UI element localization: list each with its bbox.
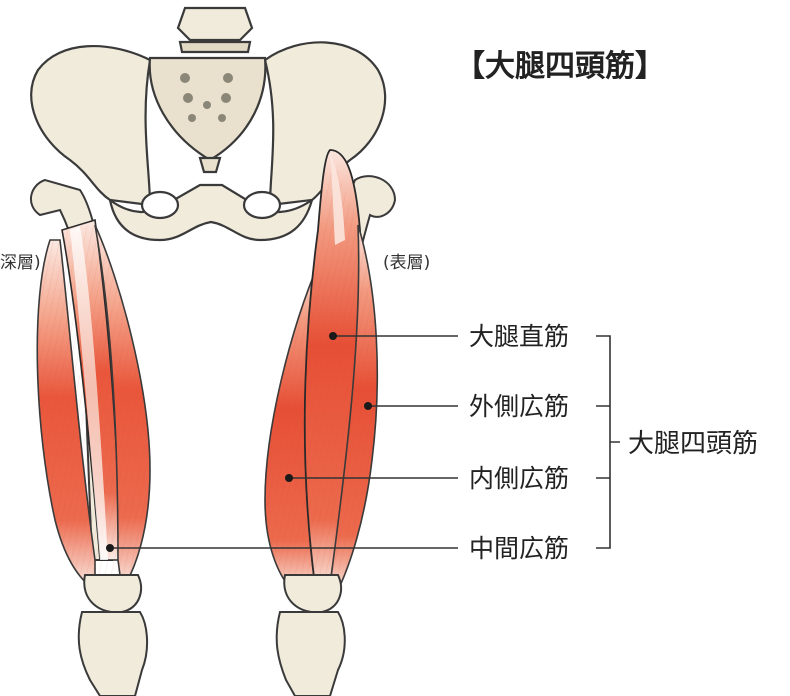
leader-lines bbox=[110, 335, 620, 549]
left-tendon-highlight bbox=[70, 226, 108, 560]
right-muscle-group bbox=[264, 149, 379, 592]
dot-rectus-femoris bbox=[329, 332, 337, 340]
sacrum bbox=[148, 56, 267, 162]
right-ilium bbox=[263, 41, 387, 207]
sacral-foramina bbox=[180, 73, 233, 122]
label-vastus-intermedius: 中間広筋 bbox=[469, 534, 569, 563]
leader-dots bbox=[106, 332, 372, 552]
pelvis bbox=[30, 6, 387, 242]
right-layer-label: (表層) bbox=[383, 253, 430, 273]
dot-vastus-intermedius bbox=[106, 544, 114, 552]
left-ilium bbox=[30, 45, 152, 207]
diagram-title: 【大腿四頭筋】 bbox=[455, 49, 665, 84]
left-layer-label: 深層) bbox=[0, 253, 41, 273]
lumbar-vertebra bbox=[176, 6, 254, 42]
label-vastus-lateralis: 外側広筋 bbox=[469, 392, 569, 421]
dot-vastus-lateralis bbox=[364, 402, 372, 410]
right-tendon-highlight bbox=[330, 152, 345, 245]
label-vastus-medialis: 内側広筋 bbox=[469, 464, 569, 493]
group-bracket bbox=[596, 335, 620, 549]
label-rectus-femoris: 大腿直筋 bbox=[469, 322, 569, 351]
right-obturator-foramen bbox=[242, 190, 282, 220]
left-obturator-foramen bbox=[140, 190, 180, 220]
left-knee bbox=[77, 574, 148, 696]
pubis bbox=[108, 183, 314, 242]
left-muscle-group bbox=[36, 218, 151, 593]
coccyx bbox=[198, 156, 222, 174]
dot-vastus-medialis bbox=[285, 474, 293, 482]
lumbar-disc bbox=[178, 40, 252, 54]
group-label: 大腿四頭筋 bbox=[628, 429, 758, 459]
right-knee bbox=[275, 574, 346, 696]
